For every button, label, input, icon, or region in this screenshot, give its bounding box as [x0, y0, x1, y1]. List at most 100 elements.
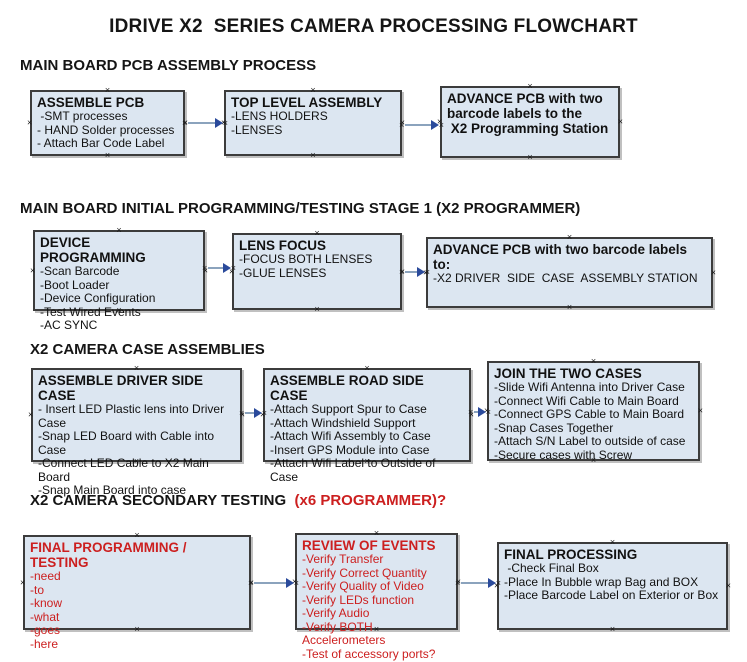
- box-item: -know: [30, 596, 63, 610]
- section-heading-initial-programming: MAIN BOARD INITIAL PROGRAMMING/TESTING S…: [20, 200, 581, 217]
- arrow-right-icon: [215, 118, 223, 128]
- flow-box-join-two-cases: × × × × JOIN THE TWO CASES -Slide Wifi A…: [484, 357, 703, 465]
- connection-handle-icon: ×: [364, 363, 370, 373]
- box-item: -Connect Wifi Cable to Main Board: [494, 393, 679, 408]
- box-item: -X2 DRIVER SIDE CASE ASSEMBLY STATION: [433, 271, 698, 285]
- box-item: - Attach Bar Code Label: [37, 136, 165, 150]
- box-item: -SMT processes: [37, 109, 128, 123]
- flow-box-lens-focus: × × × × LENS FOCUS -FOCUS BOTH LENSES -G…: [229, 229, 405, 314]
- arrow-right-icon: [431, 120, 439, 130]
- box-item: -Snap Main Board into case: [38, 483, 187, 497]
- box-item: - HAND Solder processes: [37, 122, 175, 137]
- flow-box-top-level-assembly: × × × × TOP LEVEL ASSEMBLY -LENS HOLDERS…: [221, 86, 405, 160]
- box-item: -Verify Audio: [302, 606, 370, 620]
- flow-box-assemble-driver-side-case: × × × × ASSEMBLE DRIVER SIDE CASE - Inse…: [28, 364, 245, 497]
- box-item: -Scan Barcode: [40, 264, 120, 278]
- box-item: -Test Wired Events: [40, 304, 141, 319]
- section-heading-secondary-testing: X2 CAMERA SECONDARY TESTING (x6 PROGRAMM…: [30, 492, 446, 509]
- connection-handle-icon: ×: [310, 85, 316, 95]
- box-item: -here: [30, 636, 59, 651]
- flow-box-review-of-events: × × × × REVIEW OF EVENTS -Verify Transfe…: [292, 529, 461, 661]
- box-item: -Attach Windshield Support: [270, 415, 416, 430]
- connector-driver-case-to-road-case: × ×: [239, 407, 267, 419]
- arrow-right-icon: [488, 578, 496, 588]
- box-item: -Verify BOTH Accelerometers: [302, 619, 386, 647]
- connection-handle-icon: ×: [697, 405, 703, 416]
- connection-handle-icon: ×: [527, 81, 533, 91]
- box-item: -Snap LED Board with Cable into Case: [38, 429, 218, 457]
- box-item: -Verify Quality of Video: [302, 579, 424, 593]
- arrow-right-icon: [478, 407, 486, 417]
- connector-top-level-to-advance-pcb: × ×: [399, 119, 444, 131]
- box-item: -AC SYNC: [40, 318, 98, 332]
- box-title: DEVICE PROGRAMMING: [40, 235, 146, 265]
- box-title-line: X2 Programming Station: [447, 121, 609, 136]
- connection-handle-icon: ×: [373, 528, 380, 538]
- box-item: -Secure cases with Screw: [494, 447, 633, 462]
- box-title: LENS FOCUS: [239, 238, 327, 253]
- connector-line: [188, 122, 218, 124]
- box-item: -FOCUS BOTH LENSES: [239, 252, 373, 266]
- connection-handle-icon: ×: [590, 356, 597, 366]
- connector-final-programming-to-review: × ×: [248, 577, 299, 589]
- connector-line: [245, 412, 257, 414]
- box-title: TOP LEVEL ASSEMBLY: [231, 95, 383, 110]
- connection-handle-icon: ×: [133, 363, 140, 373]
- box-title: ASSEMBLE PCB: [37, 95, 145, 110]
- box-title-line: ADVANCE PCB with two: [447, 91, 603, 106]
- connector-line: [461, 582, 491, 584]
- box-item: -Verify Transfer: [302, 552, 384, 566]
- box-item: -Test of accessory ports?: [302, 646, 436, 661]
- connection-handle-icon: ×: [314, 228, 320, 238]
- connection-handle-icon: ×: [438, 120, 444, 130]
- flow-box-assemble-road-side-case: × × × × ASSEMBLE ROAD SIDE CASE -Attach …: [260, 364, 474, 484]
- box-title: REVIEW OF EVENTS: [302, 538, 436, 553]
- box-item: -Attach Wifi Label to Outside of Case: [270, 456, 439, 484]
- connector-line: [254, 582, 289, 584]
- box-item: -need: [30, 569, 61, 583]
- section-heading-pcb-assembly: MAIN BOARD PCB ASSEMBLY PROCESS: [20, 57, 317, 74]
- connection-handle-icon: ×: [725, 580, 731, 591]
- connector-device-programming-to-lens-focus: × ×: [202, 262, 236, 274]
- box-item: -Insert GPS Module into Case: [270, 442, 430, 457]
- connection-handle-icon: ×: [399, 267, 405, 277]
- connection-handle-icon: ×: [230, 263, 236, 273]
- connection-handle-icon: ×: [182, 118, 188, 128]
- connection-handle-icon: ×: [399, 120, 405, 130]
- section-heading-red-part: (x6 PROGRAMMER)?: [294, 492, 447, 509]
- connection-handle-icon: ×: [116, 225, 122, 235]
- connection-handle-icon: ×: [566, 232, 573, 242]
- connection-handle-icon: ×: [485, 407, 491, 417]
- connection-handle-icon: ×: [27, 117, 33, 128]
- box-item: -Attach Wifi Assembly to Case: [270, 429, 431, 443]
- connection-handle-icon: ×: [261, 408, 267, 418]
- flow-box-device-programming: × × × × DEVICE PROGRAMMING -Scan Barcode…: [30, 226, 208, 332]
- box-item: -LENSES: [231, 122, 283, 137]
- box-item: -Verify LEDs function: [302, 592, 415, 607]
- section-heading-case-assemblies: X2 CAMERA CASE ASSEMBLIES: [30, 341, 265, 358]
- box-item: -what: [30, 609, 60, 624]
- arrow-right-icon: [417, 267, 425, 277]
- box-item: -Attach S/N Label to outside of case: [494, 434, 686, 448]
- connector-line: [208, 267, 226, 269]
- section-heading-black-part: X2 CAMERA SECONDARY TESTING: [30, 492, 295, 509]
- connector-assemble-pcb-to-top-level: × ×: [182, 117, 228, 129]
- box-title: FINAL PROCESSING: [504, 547, 638, 562]
- connector-line: [474, 411, 481, 413]
- box-item: -Verify Correct Quantity: [302, 565, 427, 580]
- arrow-right-icon: [286, 578, 294, 588]
- box-title: ADVANCE PCB with two barcode labels to:: [433, 242, 691, 272]
- connection-handle-icon: ×: [609, 537, 616, 547]
- connection-handle-icon: ×: [617, 116, 623, 127]
- connection-handle-icon: ×: [20, 577, 26, 587]
- connection-handle-icon: ×: [468, 407, 474, 417]
- box-item: -Device Configuration: [40, 291, 156, 305]
- connector-line: [405, 271, 420, 273]
- flow-box-final-processing: × × × × FINAL PROCESSING -Check Final Bo…: [494, 538, 731, 634]
- connector-lens-focus-to-advance-pcb: × ×: [399, 266, 430, 278]
- box-item: -GLUE LENSES: [239, 265, 327, 280]
- box-item: -to: [30, 582, 45, 597]
- connection-handle-icon: ×: [202, 263, 208, 273]
- connection-handle-icon: ×: [30, 265, 36, 275]
